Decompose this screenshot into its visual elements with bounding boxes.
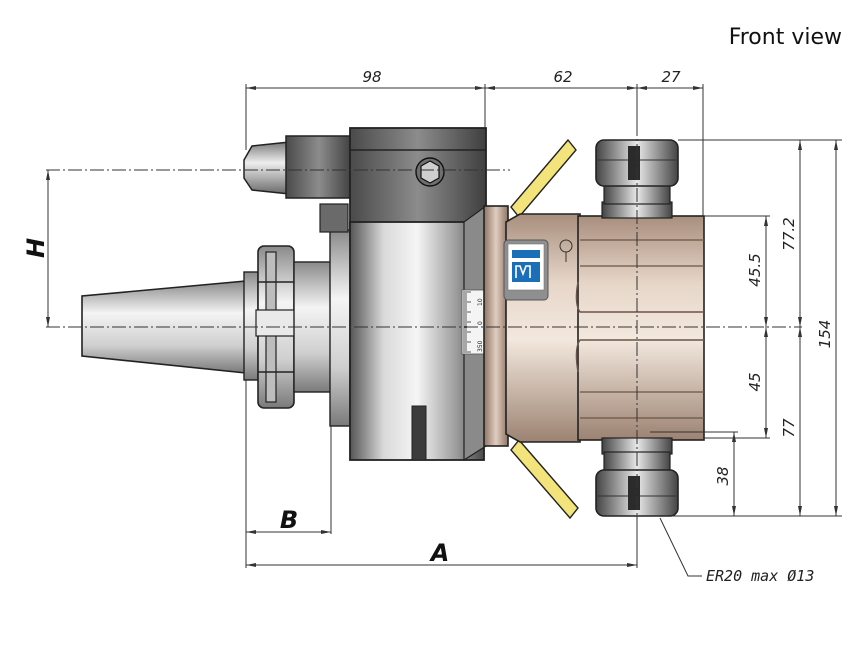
scale-tick-0: 0 bbox=[477, 321, 484, 325]
dim-38: 38 bbox=[714, 466, 732, 485]
dim-B: B bbox=[280, 506, 298, 534]
dim-154: 154 bbox=[816, 320, 834, 349]
dim-H: H bbox=[22, 238, 50, 258]
scale-tick-350: 350 bbox=[477, 340, 484, 352]
lower-guard bbox=[510, 438, 579, 520]
stop-block-body bbox=[285, 135, 353, 199]
collet-callout: ER20 max Ø13 bbox=[706, 567, 814, 585]
housing-plate bbox=[329, 229, 351, 427]
scale-tick-10: 10 bbox=[477, 298, 484, 306]
dim-62: 62 bbox=[553, 68, 572, 86]
angle-head-body bbox=[503, 213, 705, 443]
view-title: Front view bbox=[729, 25, 842, 50]
upper-guard bbox=[510, 138, 577, 219]
angle-scale: 10 0 350 bbox=[461, 289, 485, 355]
dim-A: A bbox=[429, 539, 450, 567]
dimension-lines bbox=[47, 84, 842, 577]
dim-45: 45 bbox=[746, 372, 764, 391]
dim-27: 27 bbox=[661, 68, 681, 86]
angle-head-tool-drawing: 10 0 350 bbox=[46, 122, 802, 534]
omg-logo bbox=[503, 239, 549, 301]
dim-77: 77 bbox=[780, 418, 798, 438]
dim-98: 98 bbox=[362, 68, 381, 86]
stop-block-stud bbox=[243, 141, 291, 195]
dimension-arrows bbox=[46, 86, 838, 567]
lower-er-collet-nut bbox=[595, 437, 679, 517]
dim-77-2: 77.2 bbox=[780, 217, 798, 250]
stop-pin bbox=[319, 203, 349, 233]
dim-45-5: 45.5 bbox=[746, 253, 764, 286]
main-housing: 10 0 350 bbox=[349, 127, 487, 462]
